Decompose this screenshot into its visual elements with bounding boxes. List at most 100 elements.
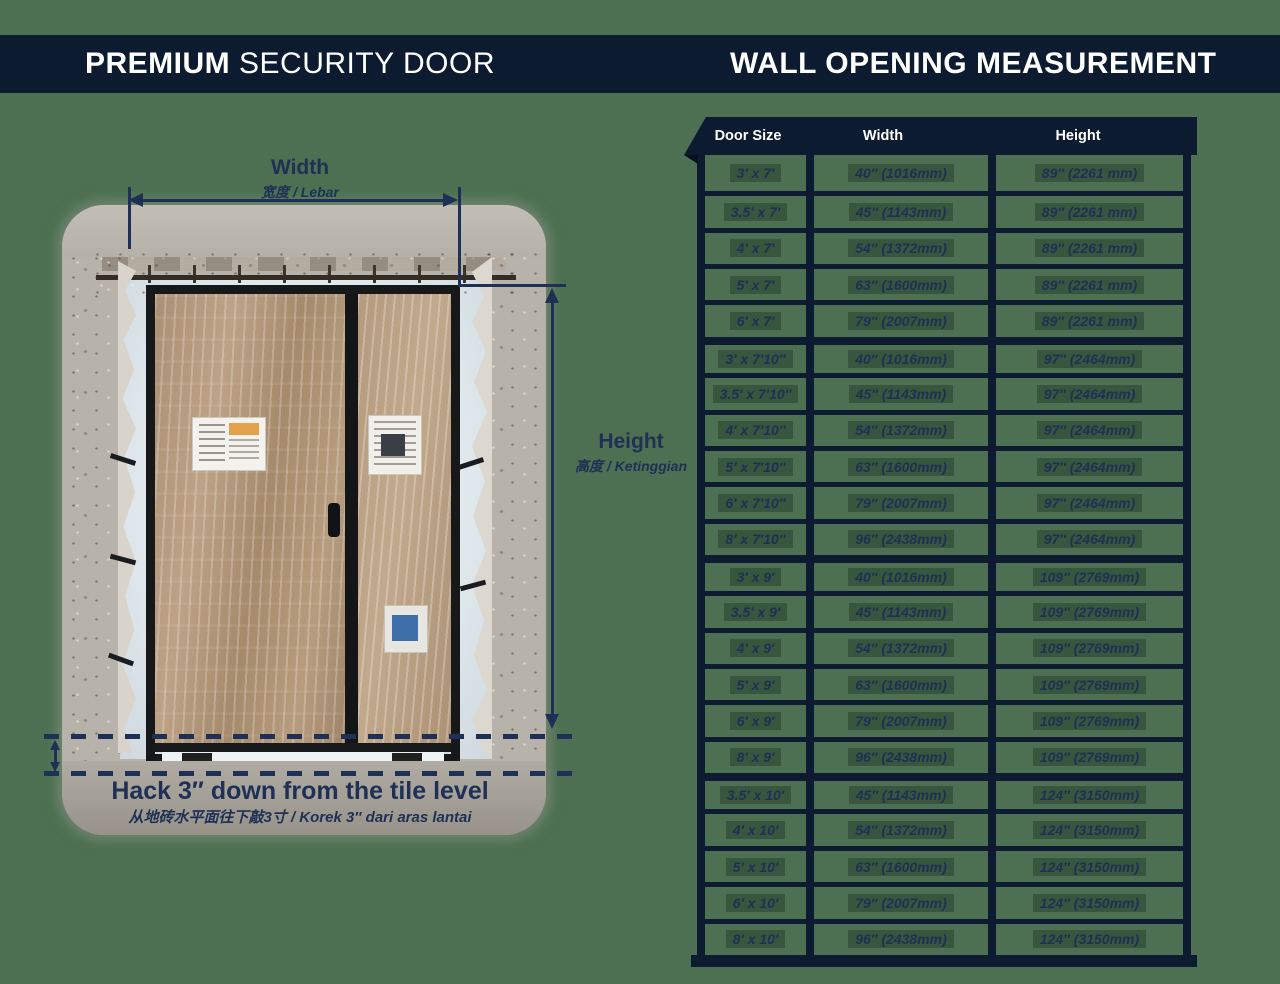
table-row: 3.5′ x 9′ 45″ (1143mm) 109″ (2769mm) [705,591,1183,628]
width-dimension-line [134,199,452,202]
main-door-leaf [155,294,345,751]
table-row: 8′ x 10′ 96″ (2438mm) 124″ (3150mm) [705,918,1183,955]
hack-level-dashed-line [44,771,572,776]
floor-light-gap [162,752,444,761]
column-door-size: Door Size [714,128,782,144]
door-foot [182,753,212,761]
blue-label-sticker [384,605,428,653]
height-cell: 124″ (3150mm) [988,887,1183,919]
table-row: 6′ x 7′ 79″ (2007mm) 89″ (2261 mm) [705,300,1183,337]
plastic-wrap-sheen [155,294,345,751]
product-title: PREMIUM SECURITY DOOR [85,35,495,93]
width-cell: 96″ (2438mm) [806,741,988,774]
gap-arrow-down-icon [50,762,60,772]
header-ribbon-fold [684,155,698,164]
table-row: 5′ x 10′ 63″ (1600mm) 124″ (3150mm) [705,845,1183,883]
width-cell: 54″ (1372mm) [806,814,988,846]
door-size-cell: 5′ x 10′ [705,851,806,882]
height-cell: 97″ (2464mm) [988,344,1183,374]
height-arrow-up-icon [545,288,559,303]
door-size-cell: 6′ x 7′ [705,305,806,336]
table-header: Door Size Width Height [684,117,1197,155]
width-cell: 45″ (1143mm) [806,596,988,628]
height-cell: 97″ (2464mm) [988,414,1183,446]
width-cell: 79″ (2007mm) [806,305,988,337]
height-cell: 124″ (3150mm) [988,923,1183,955]
width-cell: 45″ (1143mm) [806,378,988,410]
door-size-cell: 5′ x 9′ [705,669,806,700]
table-row: 3′ x 7′10″ 40″ (1016mm) 97″ (2464mm) [705,336,1183,374]
section-title: WALL OPENING MEASUREMENT [730,47,1217,80]
height-cell: 109″ (2769mm) [988,596,1183,628]
height-cell: 97″ (2464mm) [988,450,1183,483]
product-title-rest: SECURITY DOOR [230,47,495,80]
width-cell: 54″ (1372mm) [806,232,988,265]
height-cell: 124″ (3150mm) [988,814,1183,846]
height-cell: 124″ (3150mm) [988,850,1183,883]
width-cell: 96″ (2438mm) [806,923,988,955]
table-row: 4′ x 7′ 54″ (1372mm) 89″ (2261 mm) [705,227,1183,265]
height-cell: 97″ (2464mm) [988,487,1183,519]
door-foot [392,753,422,761]
door-handle [328,503,340,537]
height-cell: 97″ (2464mm) [988,378,1183,410]
table-row: 6′ x 7′10″ 79″ (2007mm) 97″ (2464mm) [705,482,1183,519]
width-cell: 63″ (1600mm) [806,450,988,483]
side-panel-sticker [368,415,422,475]
column-height: Height [1055,128,1101,144]
table-row: 5′ x 7′10″ 63″ (1600mm) 97″ (2464mm) [705,445,1183,483]
width-extension-left [128,187,131,249]
door-size-cell: 3.5′ x 9′ [705,596,806,627]
door-installation-photo [62,205,546,835]
height-cell: 109″ (2769mm) [988,705,1183,737]
height-cell: 109″ (2769mm) [988,562,1183,592]
width-cell: 45″ (1143mm) [806,781,988,810]
height-cell: 89″ (2261 mm) [988,305,1183,337]
lintel-beam-line [96,275,516,280]
door-size-cell: 8′ x 10′ [705,924,806,955]
door-size-cell: 3.5′ x 7′ [705,196,806,227]
height-cell: 109″ (2769mm) [988,669,1183,701]
height-cell: 97″ (2464mm) [988,523,1183,555]
door-size-cell: 8′ x 7′10″ [705,524,806,555]
width-cell: 79″ (2007mm) [806,887,988,919]
table-row: 3′ x 7′ 40″ (1016mm) 89″ (2261 mm) [705,155,1183,192]
width-sublabel: 宽度 / Lebar [261,184,339,200]
height-cell: 89″ (2261 mm) [988,196,1183,228]
lintel-rebar-ticks [106,265,506,283]
side-panel [358,294,451,747]
hack-instruction: Hack 3″ down from the tile level [111,777,489,805]
door-size-cell: 3′ x 7′ [705,155,806,191]
warning-sticker [192,417,266,471]
door-size-cell: 4′ x 9′ [705,633,806,664]
width-dimension-label: Width 宽度 / Lebar [170,156,430,202]
width-extension-right [458,187,461,287]
table-row: 6′ x 9′ 79″ (2007mm) 109″ (2769mm) [705,700,1183,737]
table-row: 3.5′ x 7′ 45″ (1143mm) 89″ (2261 mm) [705,191,1183,228]
height-arrow-down-icon [545,714,559,729]
table-row: 4′ x 10′ 54″ (1372mm) 124″ (3150mm) [705,809,1183,846]
height-cell: 89″ (2261 mm) [988,155,1183,192]
product-title-bold: PREMIUM [85,47,231,80]
width-cell: 96″ (2438mm) [806,523,988,555]
width-cell: 40″ (1016mm) [806,155,988,192]
door-size-cell: 6′ x 9′ [705,705,806,736]
table-row: 4′ x 9′ 54″ (1372mm) 109″ (2769mm) [705,627,1183,665]
door-size-cell: 6′ x 10′ [705,887,806,918]
width-cell: 63″ (1600mm) [806,850,988,883]
width-cell: 79″ (2007mm) [806,705,988,737]
width-cell: 54″ (1372mm) [806,414,988,446]
width-cell: 63″ (1600mm) [806,269,988,301]
door-size-cell: 3.5′ x 10′ [705,781,806,809]
table-row: 3′ x 9′ 40″ (1016mm) 109″ (2769mm) [705,554,1183,592]
door-size-cell: 3′ x 9′ [705,563,806,591]
door-size-cell: 3.5′ x 7′10″ [705,378,806,409]
width-cell: 79″ (2007mm) [806,487,988,519]
door-size-cell: 5′ x 7′10″ [705,451,806,482]
width-cell: 40″ (1016mm) [806,562,988,592]
door-size-cell: 4′ x 7′ [705,233,806,264]
height-cell: 109″ (2769mm) [988,741,1183,774]
door-size-cell: 3′ x 7′10″ [705,345,806,373]
table-row: 4′ x 7′10″ 54″ (1372mm) 97″ (2464mm) [705,409,1183,446]
